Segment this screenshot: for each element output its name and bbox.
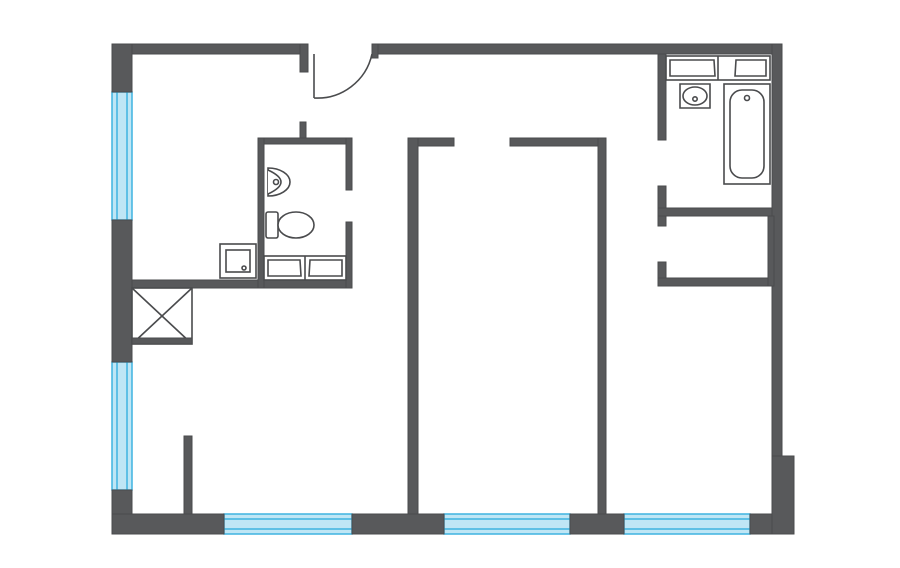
toilet-icon [265, 211, 315, 239]
window-left-lower [111, 361, 133, 491]
wall-living-stub [183, 435, 193, 515]
wall-top-right-stub [371, 43, 379, 59]
wall-bath1-right-upper [345, 137, 353, 191]
sink-icon [267, 167, 291, 197]
wall-pantry-bottom [657, 277, 773, 287]
wall-bath2-left-lower [657, 185, 667, 227]
wall-left-top [111, 43, 133, 93]
wall-bath1-top [257, 137, 353, 145]
walls [111, 43, 795, 535]
window-bottom-right [623, 513, 751, 535]
wall-bath1-left [257, 137, 265, 289]
wall-room2-top [509, 137, 607, 147]
wall-top-left-stub [299, 43, 309, 73]
washing-machine-icon [665, 55, 771, 81]
wall-bottom-3 [569, 513, 625, 535]
wall-top-right [371, 43, 783, 55]
wall-bottom-2 [351, 513, 445, 535]
wall-kitchen-divider [131, 279, 351, 289]
wall-bottom-1 [111, 513, 225, 535]
sink-icon [679, 83, 711, 109]
wall-bath2-bottom [657, 207, 773, 217]
wall-bath1-right-lower [345, 221, 353, 289]
shower-tray-icon [219, 243, 257, 279]
window-left-upper [111, 91, 133, 221]
window-bottom-middle [443, 513, 571, 535]
wall-bath2-left [657, 53, 667, 141]
door-swing-icon [313, 53, 373, 99]
ventilation-shaft-icon [131, 287, 193, 345]
bathtub-icon [723, 83, 771, 185]
wall-room2-side [597, 137, 607, 515]
window-bottom-left [223, 513, 353, 535]
wall-room1-side [407, 137, 419, 515]
wall-top-left [111, 43, 309, 55]
wall-right-bottom-thick [771, 455, 795, 535]
washing-machine-icon [263, 255, 347, 281]
wall-left-middle [111, 219, 133, 363]
wall-pantry-right [767, 215, 775, 287]
windows [111, 91, 751, 535]
